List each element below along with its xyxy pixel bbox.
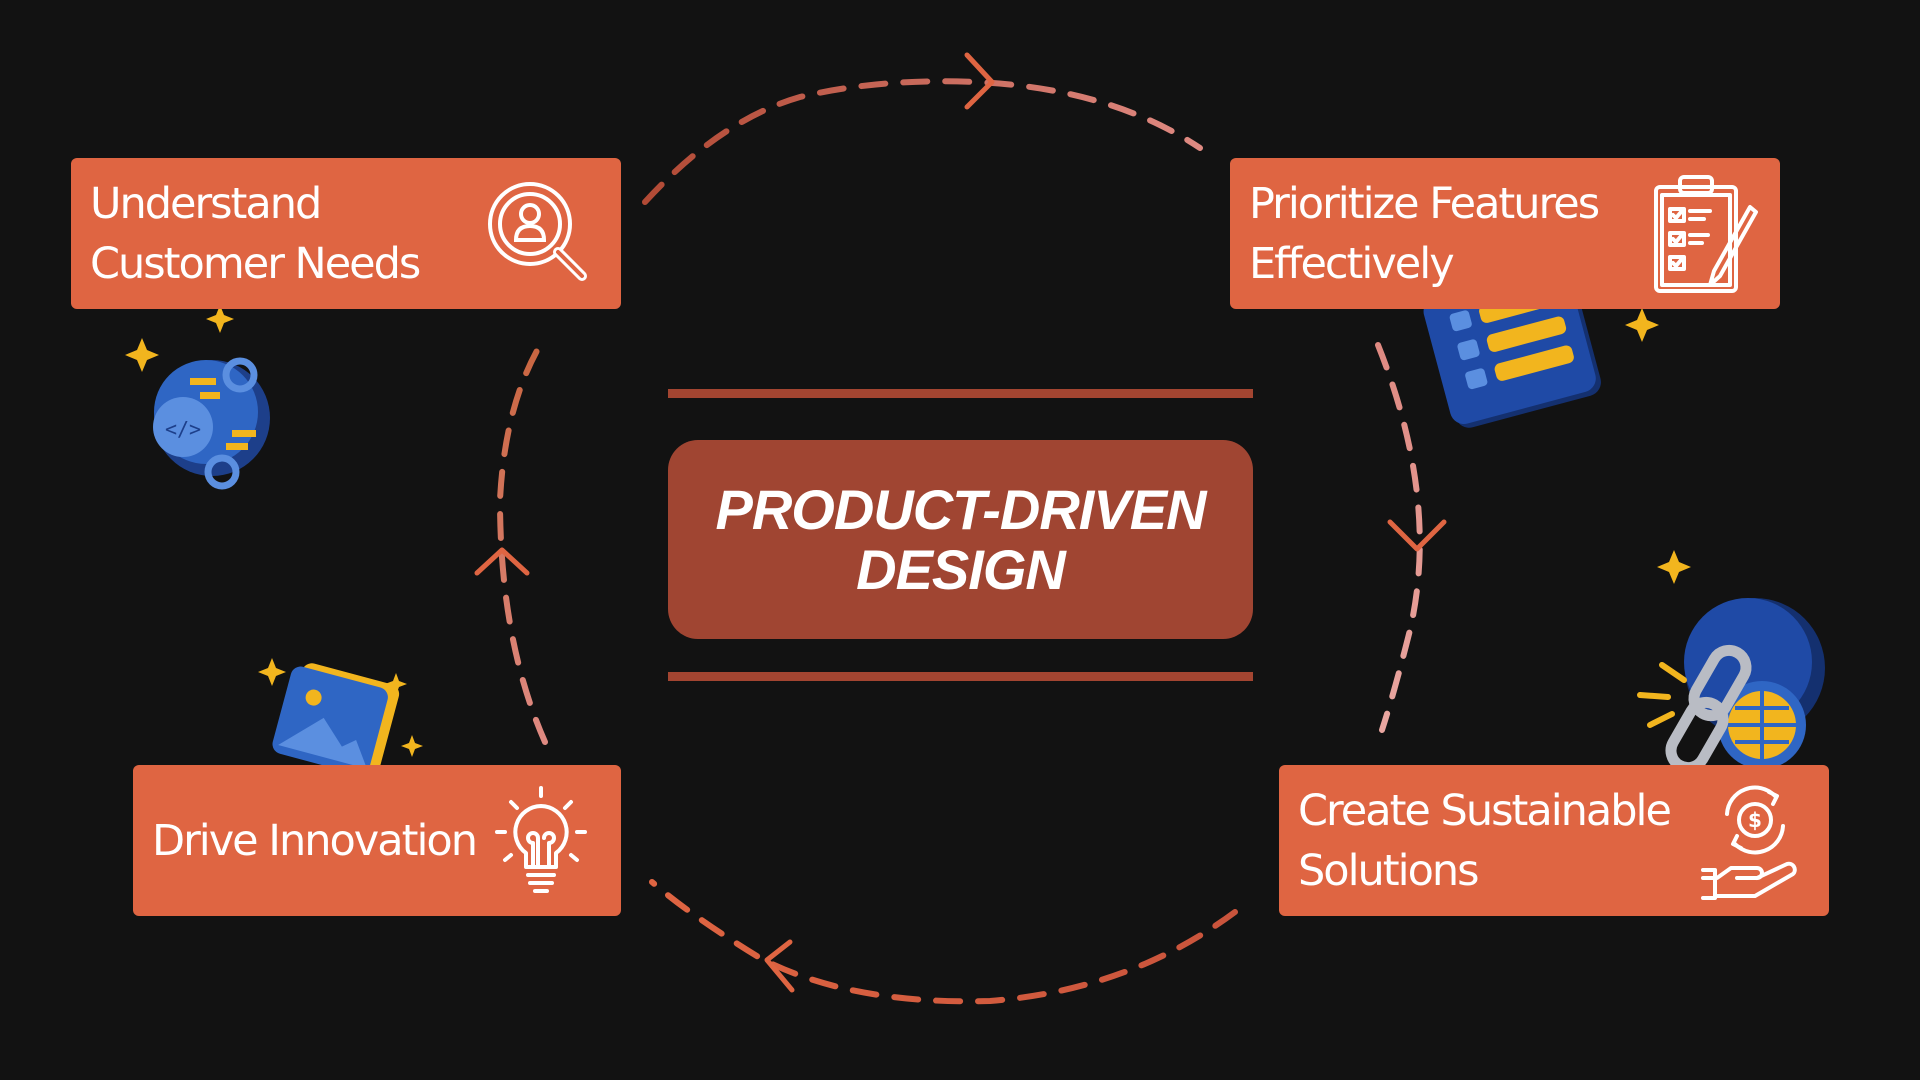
svg-text:$: $: [1748, 808, 1762, 832]
step-card-prioritize: Prioritize Features Effectively: [1230, 158, 1780, 309]
dash-arc-bottom: [649, 879, 1238, 1005]
svg-text:</>: </>: [165, 417, 201, 441]
sparkle-star-icon: [125, 305, 1691, 757]
step-label: Prioritize Features Effectively: [1249, 178, 1600, 289]
step-card-understand: Understand Customer Needs: [71, 158, 621, 309]
chain-globe-3d-icon: [1637, 598, 1825, 774]
lightbulb-icon: [495, 786, 587, 893]
checklist-clipboard-icon: [1654, 175, 1758, 293]
step-label: Create Sustainable Solutions: [1298, 785, 1672, 896]
step-card-innovation: Drive Innovation: [133, 765, 621, 916]
step-label: Drive Innovation: [152, 815, 478, 866]
arrow-bottom-left: [764, 939, 795, 993]
code-node-3d-icon: </>: [153, 357, 270, 490]
center-rule-bottom: [668, 672, 1253, 681]
step-card-sustainable: Create Sustainable Solutions $: [1279, 765, 1829, 916]
image-gallery-3d-icon: [272, 663, 400, 775]
money-cycle-hand-icon: $: [1701, 785, 1797, 900]
customer-search-icon: [488, 182, 587, 281]
center-title-box: PRODUCT-DRIVEN DESIGN: [668, 440, 1253, 639]
arrow-right-down: [1387, 519, 1447, 552]
dash-arc-top: [642, 78, 1203, 205]
center-rule-top: [668, 389, 1253, 398]
center-title: PRODUCT-DRIVEN DESIGN: [715, 477, 1206, 601]
step-label: Understand Customer Needs: [90, 178, 421, 289]
arrow-left-up: [474, 547, 530, 576]
dash-arc-right: [1375, 342, 1423, 733]
dash-arc-left: [496, 334, 548, 745]
arrow-top-right: [964, 52, 995, 110]
